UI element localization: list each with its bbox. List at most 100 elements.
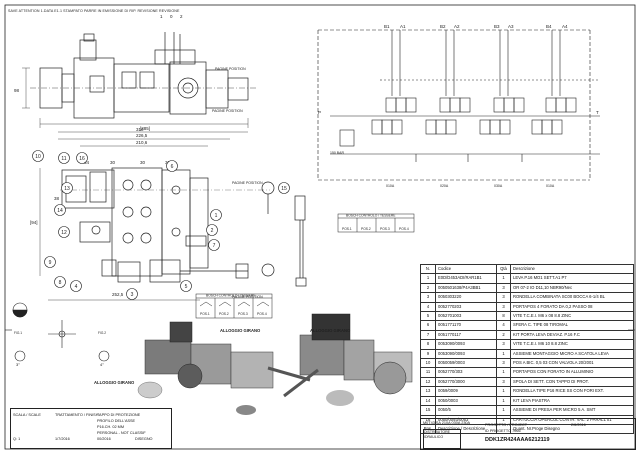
svg-text:020A: 020A — [440, 184, 449, 188]
tb-left-treatment: TRATTAMENTO / FINISH — [55, 413, 99, 417]
item-balloons: 10 11 16 13 14 12 9 8 4 3 1 2 7 5 6 15 — [32, 150, 290, 300]
balloon-3: 3 — [126, 288, 138, 300]
svg-text:16: 16 — [79, 156, 85, 162]
parts-cell-desc: PORTAPOS CON FORATO IN ALLUMINIO — [510, 367, 634, 378]
lever-handle-detail — [294, 195, 307, 287]
tb-left-drawn: DISEGNO — [135, 437, 153, 441]
parts-cell-q: 3 — [496, 339, 511, 350]
svg-text:150 BAR: 150 BAR — [330, 151, 344, 155]
svg-text:1: 1 — [215, 213, 218, 219]
svg-text:6: 6 — [171, 164, 174, 170]
projection-labels: 3° 4° FIG.1 FIG.2 — [14, 331, 106, 367]
parts-cell-n: 15 — [420, 405, 436, 416]
svg-text:PAGINE POSITION: PAGINE POSITION — [212, 109, 243, 113]
parts-cell-desc: RONDELLA TIPE P16 RICE SS CON FORI EXT. — [510, 386, 634, 397]
balloon-5: 5 — [180, 280, 192, 292]
svg-text:2: 2 — [211, 228, 214, 234]
parts-cell-q: 2 — [496, 329, 511, 341]
svg-text:P: P — [318, 110, 321, 115]
svg-text:14: 14 — [57, 208, 63, 214]
svg-text:38: 38 — [54, 196, 60, 201]
svg-text:226,5: 226,5 — [136, 133, 148, 138]
parts-cell-code: 0050303220 — [435, 292, 497, 303]
sheet-header-note: SAVE ATTENTION 1.DATA E1.1 STAMPATO PARR… — [8, 9, 180, 13]
svg-text:T: T — [596, 110, 599, 115]
svg-text:POS.3: POS.3 — [380, 227, 390, 231]
parts-cell-desc: VITE T.C.E.I. M6 10 8.8 ZINC — [510, 339, 634, 350]
parts-cell-n: 2 — [420, 282, 436, 294]
balloon-11: 11 — [58, 152, 70, 164]
parts-cell-desc: VITE T.C.E.I. M6 x 08 8.8 ZINC — [510, 311, 634, 322]
svg-text:3°: 3° — [16, 362, 20, 367]
svg-text:210,6: 210,6 — [136, 140, 148, 145]
svg-text:4°: 4° — [100, 362, 104, 367]
svg-text:10: 10 — [35, 154, 41, 160]
parts-cell-desc: SPOLA DI SETT. CON TAPPO DI PROT. — [510, 376, 634, 388]
top-view-dimensions: 1 0 2 310 98 PAGINE POSITION PAGINE POSI… — [14, 14, 246, 132]
parts-cell-n: 5 — [420, 311, 436, 322]
parts-cell-code: E0D/D453ADI/RAR1B1 — [435, 273, 497, 284]
parts-cell-n: 11 — [420, 367, 436, 378]
schematic-labels: B1 A1 B2 A2 B3 A3 B4 A4 P T 150 BAR 010A… — [318, 24, 599, 188]
parts-cell-n: 1 — [420, 273, 436, 284]
parts-cell-desc: ASSIEME DI PRESA PER MICRO 5 A. SMT — [510, 405, 634, 416]
svg-text:11: 11 — [61, 156, 66, 162]
balloon-8: 8 — [54, 276, 66, 288]
parts-cell-desc: KIT LEVA PIASTRA — [510, 395, 634, 407]
svg-text:B3: B3 — [494, 24, 500, 29]
tb-left-desc4: PERSONAL - NOT CLASSIF — [97, 431, 146, 435]
svg-text:ALLOGGIO GIRANO: ALLOGGIO GIRANO — [310, 328, 351, 333]
svg-text:PAGINE POSITION: PAGINE POSITION — [232, 181, 263, 185]
svg-text:B1: B1 — [384, 24, 390, 29]
parts-cell-n: 12 — [420, 376, 436, 388]
svg-text:FIG.2: FIG.2 — [98, 331, 106, 335]
company-logo: DISTRIBUTORE IDRAULICO — [423, 429, 461, 449]
parts-cell-code: 0052770/303 — [435, 367, 497, 378]
balloon-9: 9 — [44, 256, 56, 268]
parts-cell-n: N. — [420, 263, 436, 275]
svg-text:POS.4: POS.4 — [257, 312, 267, 316]
tb-left-rev: Q: 1 — [13, 437, 21, 441]
svg-text:ALLOGGIO GIRANO: ALLOGGIO GIRANO — [94, 380, 135, 385]
svg-text:POS.4: POS.4 — [399, 227, 409, 231]
svg-text:POS.3: POS.3 — [238, 312, 248, 316]
parts-cell-q: 1 — [496, 348, 511, 360]
svg-text:BOSCH CONTROLO / TESSERE: BOSCH CONTROLO / TESSERE — [346, 214, 396, 218]
title-block-left: SCALA / SCALE TRATTAMENTO / FINISH TAPPO… — [10, 408, 172, 449]
tb-left-desc2: PROFILO DELL'ASSE — [97, 419, 136, 423]
spool-control-box-bottom — [195, 293, 273, 319]
dim-length-top: 310 — [136, 127, 144, 132]
parts-cell-n: 8 — [420, 339, 436, 350]
balloon-12: 12 — [58, 226, 70, 238]
tb-date: 2/6/2016 — [571, 423, 586, 427]
svg-text:[285]: [285] — [140, 126, 150, 131]
parts-cell-desc: RONDELLA COMBINATA SC00 BOCCA 6-1/4 BL — [510, 292, 634, 303]
svg-text:5: 5 — [185, 284, 188, 290]
parts-cell-q: 1 — [496, 405, 511, 416]
parts-cell-desc: SFERA C. TIPE 08 TIROMAL — [510, 320, 634, 331]
lever-pos-2: 2 — [180, 14, 183, 19]
parts-cell-n: 10 — [420, 358, 436, 369]
front-view — [39, 131, 275, 301]
parts-cell-q: 1 — [496, 273, 511, 284]
balloon-6: 6 — [166, 160, 178, 172]
spool-control-bottom-labels: BOSCH CONTROLO / TESSERE POS.1 POS.2 POS… — [200, 294, 267, 316]
parts-cell-desc: ASSIEME MONTAGGIO MICRO A SCATOLA LEVA — [510, 348, 634, 360]
lever-pos-0: 0 — [170, 14, 173, 19]
svg-text:34: 34 — [84, 160, 90, 165]
svg-text:30: 30 — [140, 160, 146, 165]
tb-project: PROGETTO / PROJECT — [485, 423, 528, 427]
svg-text:A1: A1 — [400, 24, 406, 29]
isometric-view-right — [283, 313, 413, 406]
parts-cell-code: 0052770203 — [435, 301, 497, 313]
balloon-1: 1 — [210, 209, 222, 221]
